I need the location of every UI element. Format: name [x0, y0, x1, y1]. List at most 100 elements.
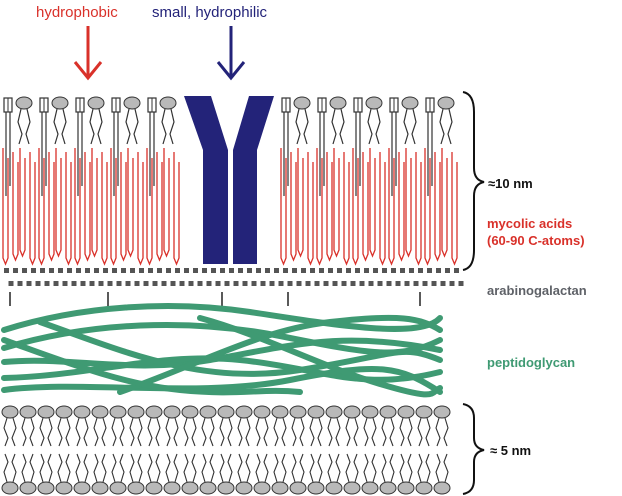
porin-left-half: [184, 96, 228, 264]
arabinogalactan-unit: [76, 268, 81, 273]
mycolic-acid: [307, 152, 314, 266]
lipid-headgroup: [325, 405, 343, 419]
lipid-headgroup: [181, 481, 199, 495]
lipid-headgroup: [307, 481, 325, 495]
mycolic-acid: [405, 148, 412, 258]
lipid-headgroup: [109, 405, 127, 419]
arabinogalactan-unit: [184, 268, 189, 273]
arabinogalactan-unit: [418, 268, 423, 273]
arabinogalactan-unit: [445, 268, 450, 273]
arabinogalactan-unit: [238, 268, 243, 273]
lipid-headgroup: [289, 405, 307, 419]
mycolic-acid: [343, 152, 350, 266]
lipid-headgroup: [217, 481, 235, 495]
plasma-membrane: [1, 405, 451, 495]
arabinogalactan-unit: [305, 281, 311, 286]
lipid-headgroup: [19, 405, 37, 419]
lipid-headgroup: [199, 481, 217, 495]
hydrophilic-label: small, hydrophilic: [152, 4, 268, 21]
lipid-headgroup: [181, 405, 199, 419]
mycolic-acid: [352, 148, 359, 266]
arabinogalactan-unit: [80, 281, 86, 286]
arabinogalactan-label: arabinogalactan: [487, 283, 587, 298]
arabinogalactan-unit: [98, 281, 104, 286]
lipid-headgroup: [343, 405, 361, 419]
lipid-headgroup: [55, 481, 73, 495]
outer-mycomembrane: [2, 96, 458, 266]
arabinogalactan-unit: [440, 281, 446, 286]
arabinogalactan-unit: [4, 268, 9, 273]
arabinogalactan-unit: [22, 268, 27, 273]
mycolic-acid: [415, 152, 422, 266]
lipid-headgroup: [19, 481, 37, 495]
arabinogalactan-unit: [224, 281, 230, 286]
lipid-headgroup: [289, 481, 307, 495]
peptidoglycan-label: peptidoglycan: [487, 355, 575, 370]
porin-right-half: [233, 96, 274, 264]
mycolic-acid: [297, 148, 304, 258]
arabinogalactan-unit: [346, 268, 351, 273]
arabinogalactan-unit: [422, 281, 428, 286]
arabinogalactan-unit: [211, 268, 216, 273]
arabinogalactan-unit: [449, 281, 455, 286]
mycolic-acid: [74, 148, 81, 266]
mycolic-acid: [156, 152, 163, 262]
lipid-headgroup: [55, 405, 73, 419]
mycolic-acid: [65, 152, 72, 266]
arabinogalactan-unit: [107, 281, 113, 286]
mycolic-acid: [137, 152, 144, 266]
arabinogalactan-unit: [458, 281, 464, 286]
lipid-headgroup: [235, 405, 253, 419]
lipid-headgroup: [365, 96, 383, 110]
mycolic-acid: [434, 152, 441, 262]
arabinogalactan-unit: [355, 268, 360, 273]
arabinogalactan-unit: [148, 268, 153, 273]
mycolic-acid: [316, 148, 323, 266]
arabinogalactan-unit: [287, 281, 293, 286]
arabinogalactan-unit: [269, 281, 275, 286]
arabinogalactan-unit: [404, 281, 410, 286]
arabinogalactan-unit: [166, 268, 171, 273]
lipid-headgroup: [217, 405, 235, 419]
arabinogalactan-unit: [40, 268, 45, 273]
mycolic-acid: [333, 148, 340, 258]
arabinogalactan-unit: [202, 268, 207, 273]
arabinogalactan-unit: [400, 268, 405, 273]
hydrophilic-arrow-icon: [216, 26, 246, 81]
arabinogalactan-unit: [71, 281, 77, 286]
arabinogalactan-unit: [17, 281, 23, 286]
lipid-headgroup: [329, 96, 347, 110]
arabinogalactan-unit: [314, 281, 320, 286]
arabinogalactan-unit: [274, 268, 279, 273]
lipid-headgroup: [415, 405, 433, 419]
arabinogalactan-unit: [373, 268, 378, 273]
arabinogalactan-unit: [413, 281, 419, 286]
arabinogalactan-unit: [278, 281, 284, 286]
outer-thickness-label: ≈10 nm: [488, 176, 533, 191]
lipid-headgroup: [433, 405, 451, 419]
arabinogalactan-unit: [341, 281, 347, 286]
arabinogalactan-unit: [436, 268, 441, 273]
arabinogalactan-unit: [152, 281, 158, 286]
arabinogalactan-unit: [328, 268, 333, 273]
lipid-headgroup: [437, 96, 455, 110]
lipid-headgroup: [433, 481, 451, 495]
lipid-headgroup: [235, 481, 253, 495]
arabinogalactan-unit: [103, 268, 108, 273]
lipid-headgroup: [379, 481, 397, 495]
mycolic-acid: [146, 148, 153, 266]
arabinogalactan-unit: [67, 268, 72, 273]
mycolic-acid: [91, 148, 98, 258]
lipid-headgroup: [73, 405, 91, 419]
arabinogalactan-layer: [4, 268, 464, 306]
arabinogalactan-unit: [364, 268, 369, 273]
mycolic-acids-carbon-label: (60-90 C-atoms): [487, 233, 585, 248]
arabinogalactan-unit: [85, 268, 90, 273]
lipid-headgroup: [343, 481, 361, 495]
lipid-headgroup: [397, 405, 415, 419]
mycolic-acid: [451, 152, 458, 266]
mycolic-acid: [173, 152, 180, 266]
arabinogalactan-unit: [229, 268, 234, 273]
mycolic-acid: [441, 148, 448, 258]
